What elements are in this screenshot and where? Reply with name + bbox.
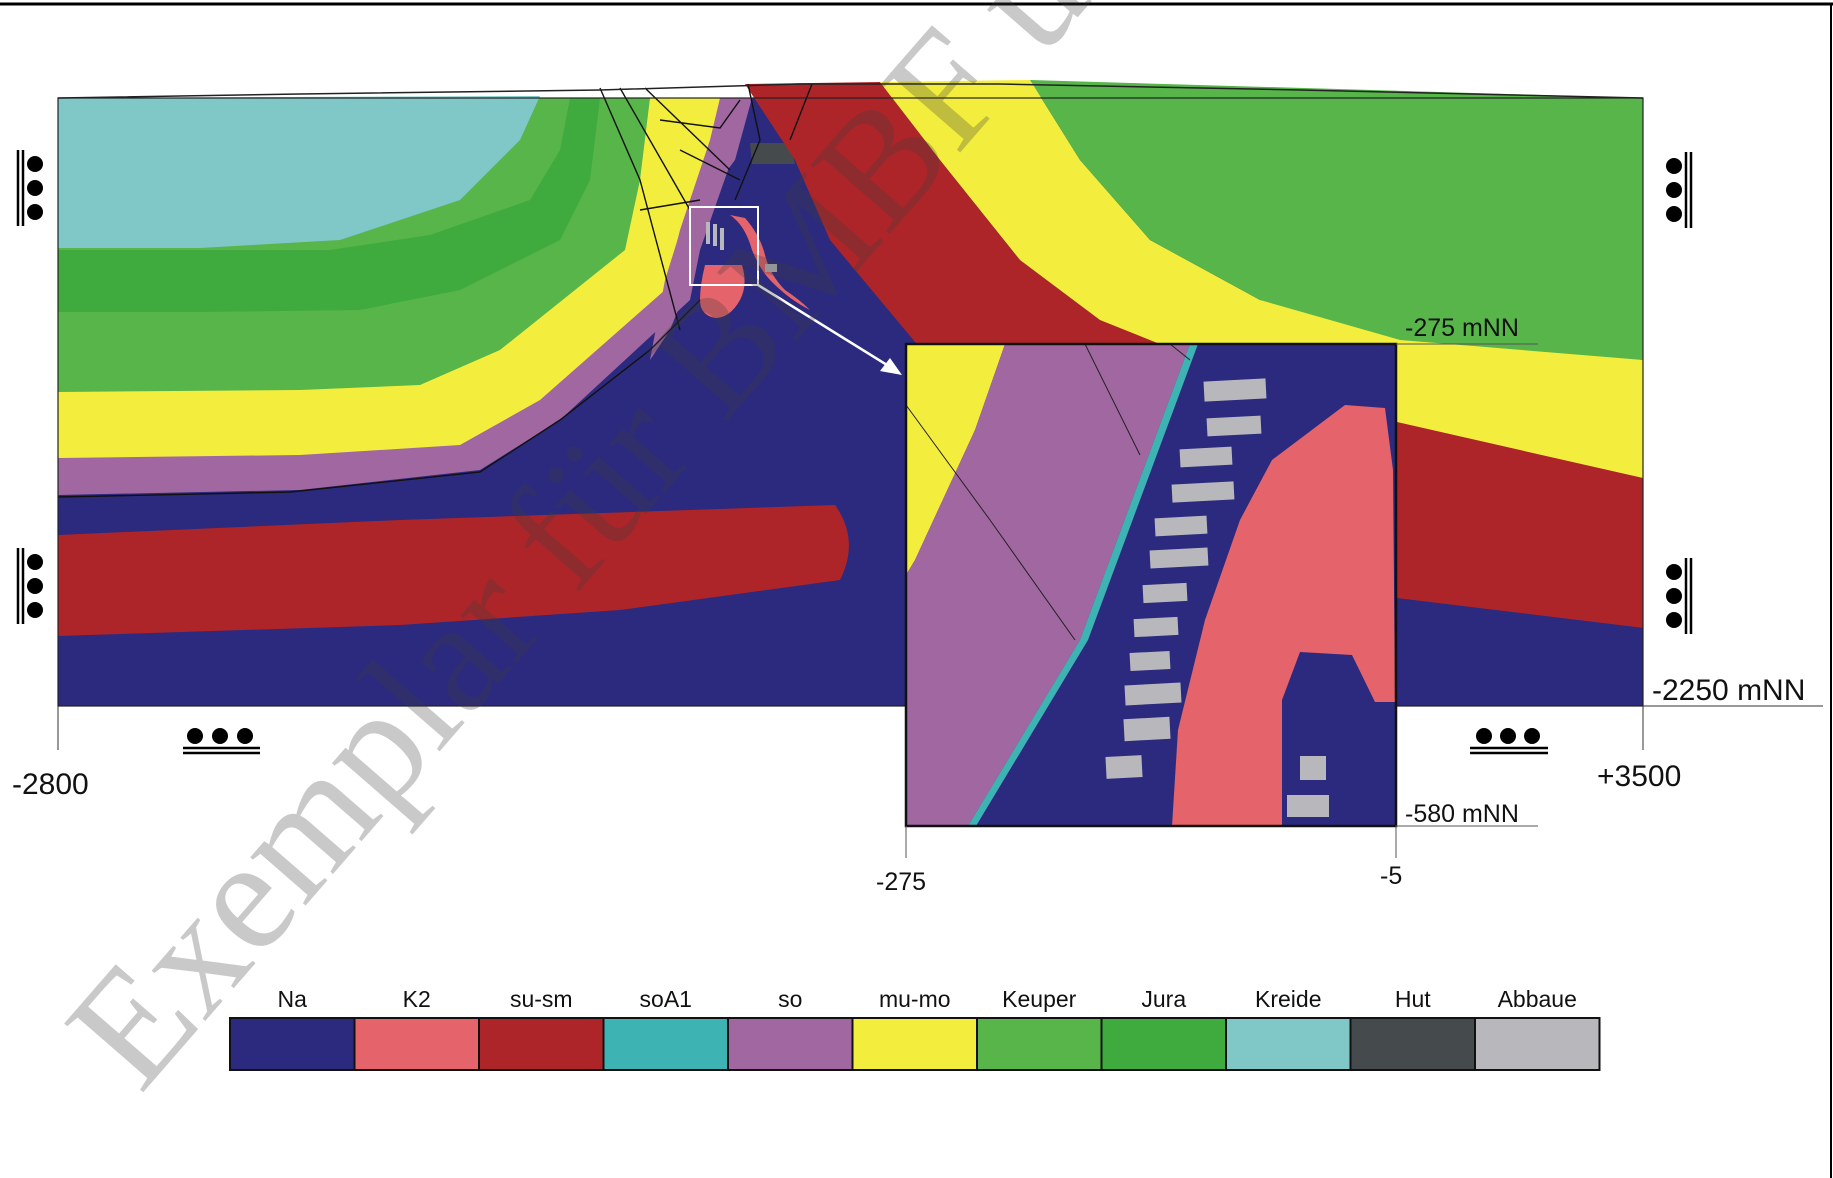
legend-swatch-soa1 <box>602 1017 729 1071</box>
inset-layer-k2 <box>1172 405 1395 826</box>
triple-dot-symbol-left-top <box>16 150 43 226</box>
triple-dot-symbol-right-bottom <box>1666 558 1693 634</box>
layer-mumo-right <box>880 80 1643 478</box>
legend-label-na: Na <box>277 986 307 1012</box>
inset-bottom-depth-label: -580 mNN <box>1405 800 1519 828</box>
legend-swatch-su-sm <box>478 1017 605 1071</box>
zoom-source-box <box>689 206 759 286</box>
inset-layer-so <box>906 344 1190 826</box>
inset-frame <box>904 342 1398 828</box>
triple-dot-symbol-bottom-right <box>1470 728 1548 755</box>
fault-lines <box>57 83 813 498</box>
inset-x-right-label: -5 <box>1380 862 1403 890</box>
zoom-arrow-line <box>757 283 896 372</box>
inset-layer-mumo <box>906 344 1005 575</box>
inset-zoom <box>904 342 1538 858</box>
zoom-arrow-head <box>880 358 902 375</box>
legend-swatch-abbaue <box>1474 1017 1601 1071</box>
x-axis-right-label: +3500 <box>1597 760 1682 793</box>
legend-label-su-sm: su-sm <box>509 986 573 1012</box>
triple-dot-symbol-right-top <box>1666 152 1693 228</box>
legend-label-soa1: soA1 <box>639 986 692 1012</box>
legend-swatch-jura <box>1100 1017 1227 1071</box>
legend-swatch-keuper <box>976 1017 1103 1071</box>
inset-layer-soA1 <box>968 344 1198 826</box>
layer-k2-diapir <box>700 215 810 318</box>
layer-kreide-left <box>58 96 540 248</box>
legend-swatch-so <box>727 1017 854 1071</box>
legend-label-kreide: Kreide <box>1255 986 1322 1012</box>
depth-label-main: -2250 mNN <box>1652 674 1806 707</box>
legend-swatch-kreide <box>1225 1017 1352 1071</box>
section-frame <box>57 97 1644 707</box>
legend-label-keuper: Keuper <box>1002 986 1077 1012</box>
legend-swatch-na <box>229 1017 356 1071</box>
layer-na-right-lower <box>1380 596 1643 706</box>
legend-label-abbaue: Abbaue <box>1497 986 1577 1012</box>
legend-label-jura: Jura <box>1141 986 1187 1012</box>
legend-swatch-hut <box>1349 1017 1476 1071</box>
legend-label-hut: Hut <box>1394 986 1431 1012</box>
surface-line <box>57 83 1644 99</box>
layer-susm-lower-tongue <box>58 505 849 636</box>
inset-fault-lines <box>905 343 1191 641</box>
legend-label-k2: K2 <box>402 986 431 1012</box>
triple-dot-symbol-left-bottom <box>16 548 43 624</box>
legend-label-so: so <box>778 986 803 1012</box>
layer-so-diapir <box>650 98 752 360</box>
inset-mine-chambers <box>1105 378 1329 817</box>
main-section <box>57 80 1823 750</box>
triple-dot-symbol-bottom-left <box>183 728 260 755</box>
legend-label-mu-mo: mu-mo <box>878 986 951 1012</box>
legend-swatch-mu-mo <box>851 1017 978 1071</box>
legend-swatch-k2 <box>353 1017 480 1071</box>
legend-swatches <box>229 1017 1601 1071</box>
zoom-source-mines <box>706 222 777 272</box>
inset-top-depth-label: -275 mNN <box>1405 314 1519 342</box>
layer-keuper-right <box>1030 80 1643 360</box>
layer-hut <box>750 143 795 164</box>
inset-x-left-label: -275 <box>876 868 927 896</box>
x-axis-left-label: -2800 <box>12 768 89 801</box>
